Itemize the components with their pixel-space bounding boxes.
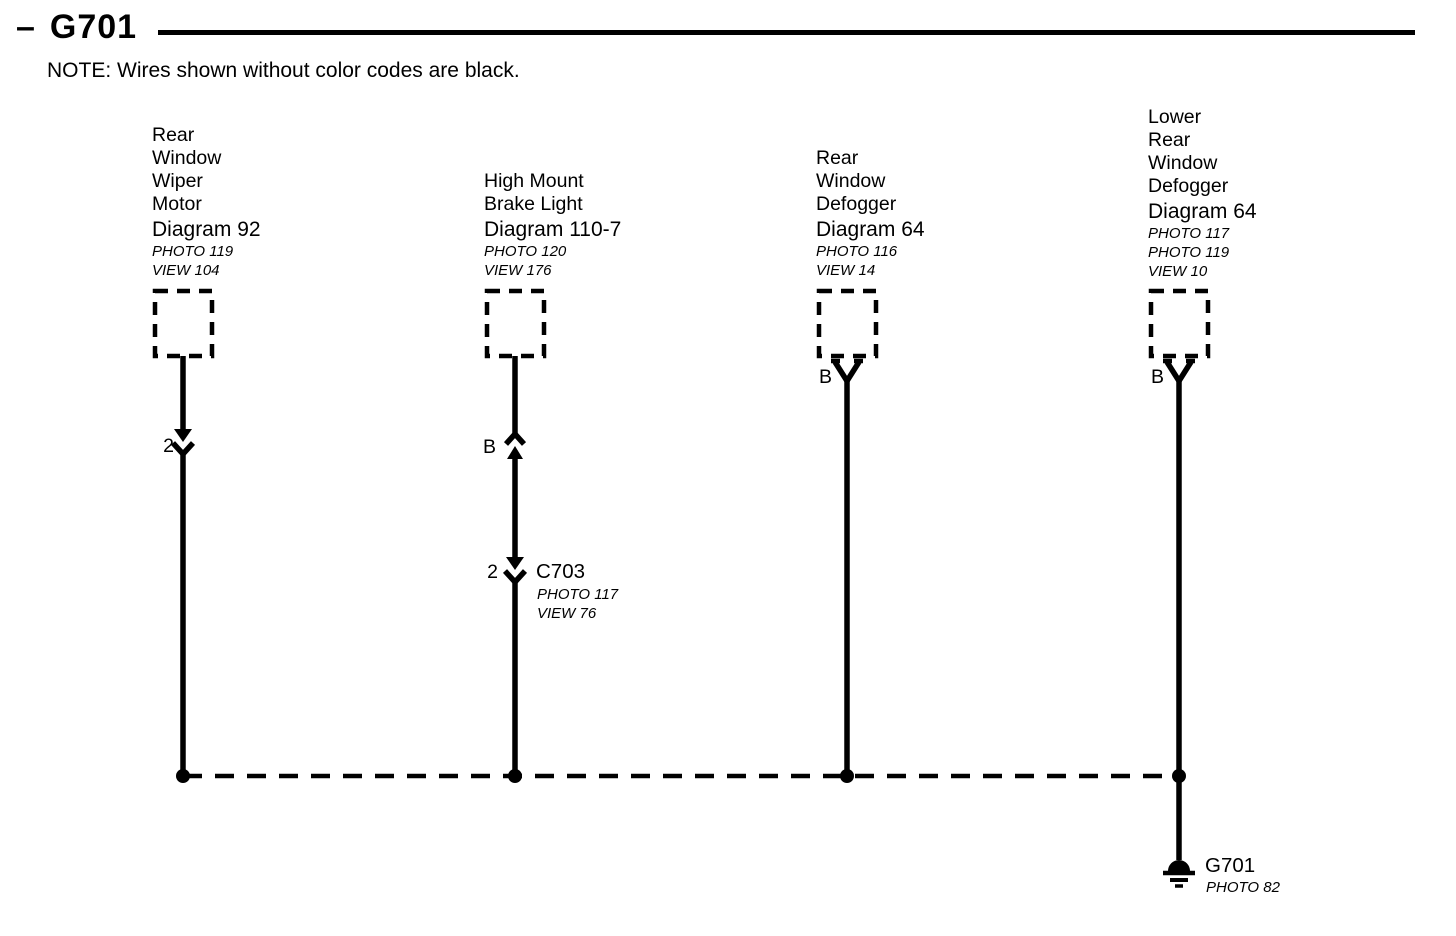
color-code-note: NOTE: Wires shown without color codes ar… [47,59,520,82]
junction-dot [508,769,522,783]
circuit-name-line: Rear [1148,129,1191,151]
female-connector-chevron [503,429,527,446]
circuit-name-line: Window [1148,152,1218,174]
photo-ref: PHOTO 119 [1148,244,1230,261]
splice-label: B [482,436,496,458]
page-title: –G701 [16,8,137,47]
pin-label: 2 [487,561,498,583]
circuit-3-label-block: Rear Window Defogger Diagram 64 PHOTO 11… [816,147,925,280]
photo-ref: PHOTO 120 [484,243,567,260]
diagram-ref: Diagram 110-7 [484,218,622,241]
diagram-ref: Diagram 64 [1148,200,1257,223]
connector-id-c703: C703 [536,560,586,583]
circuit-name-line: Rear [816,147,859,169]
diagram-ref: Diagram 64 [816,218,925,241]
ground-id-label: G701 [1205,854,1256,877]
view-ref: VIEW 14 [816,262,876,279]
header-rule [158,30,1415,35]
circuit-name-line: Defogger [1148,175,1229,197]
component-box-rear-window-wiper-motor [152,288,215,359]
view-ref: VIEW 104 [152,262,220,279]
photo-ref: PHOTO 82 [1206,879,1280,896]
terminal-label: B [1150,366,1164,388]
circuit-name-line: Window [152,147,222,169]
circuit-name-line: Brake Light [484,193,583,215]
component-box-rear-window-defogger [816,288,879,359]
view-ref: VIEW 176 [484,262,552,279]
circuit-name-line: High Mount [484,170,584,192]
ground-symbol-dome [1168,860,1190,871]
title-dash: – [16,8,36,46]
view-ref: VIEW 76 [537,605,597,622]
junction-dot [840,769,854,783]
diagram-ref: Diagram 92 [152,218,261,241]
terminal-label: B [818,366,832,388]
circuit-name-line: Motor [152,193,202,215]
photo-ref: PHOTO 117 [1148,225,1230,242]
circuit-1-label-block: Rear Window Wiper Motor Diagram 92 PHOTO… [152,124,261,280]
ground-id-title: G701 [49,8,138,46]
pin-label: 2 [163,435,174,457]
circuit-name-line: Window [816,170,886,192]
photo-ref: PHOTO 119 [152,243,234,260]
junction-dot [176,769,190,783]
component-box-lower-rear-window-defogger [1148,288,1211,359]
component-box-high-mount-brake-light [484,288,547,359]
photo-ref: PHOTO 116 [816,243,898,260]
circuit-4-label-block: Lower Rear Window Defogger Diagram 64 PH… [1148,106,1257,281]
circuit-name-line: Rear [152,124,195,146]
circuit-name-line: Defogger [816,193,897,215]
male-connector-arrow-up [507,446,523,459]
junction-dot [1172,769,1186,783]
circuit-2-label-block: High Mount Brake Light Diagram 110-7 PHO… [484,170,621,280]
circuit-name-line: Wiper [152,170,203,192]
male-connector-arrow-down [174,429,192,442]
photo-ref: PHOTO 117 [537,586,619,603]
circuit-name-line: Lower [1148,106,1202,128]
view-ref: VIEW 10 [1148,263,1208,280]
male-connector-arrow-down [506,557,524,570]
